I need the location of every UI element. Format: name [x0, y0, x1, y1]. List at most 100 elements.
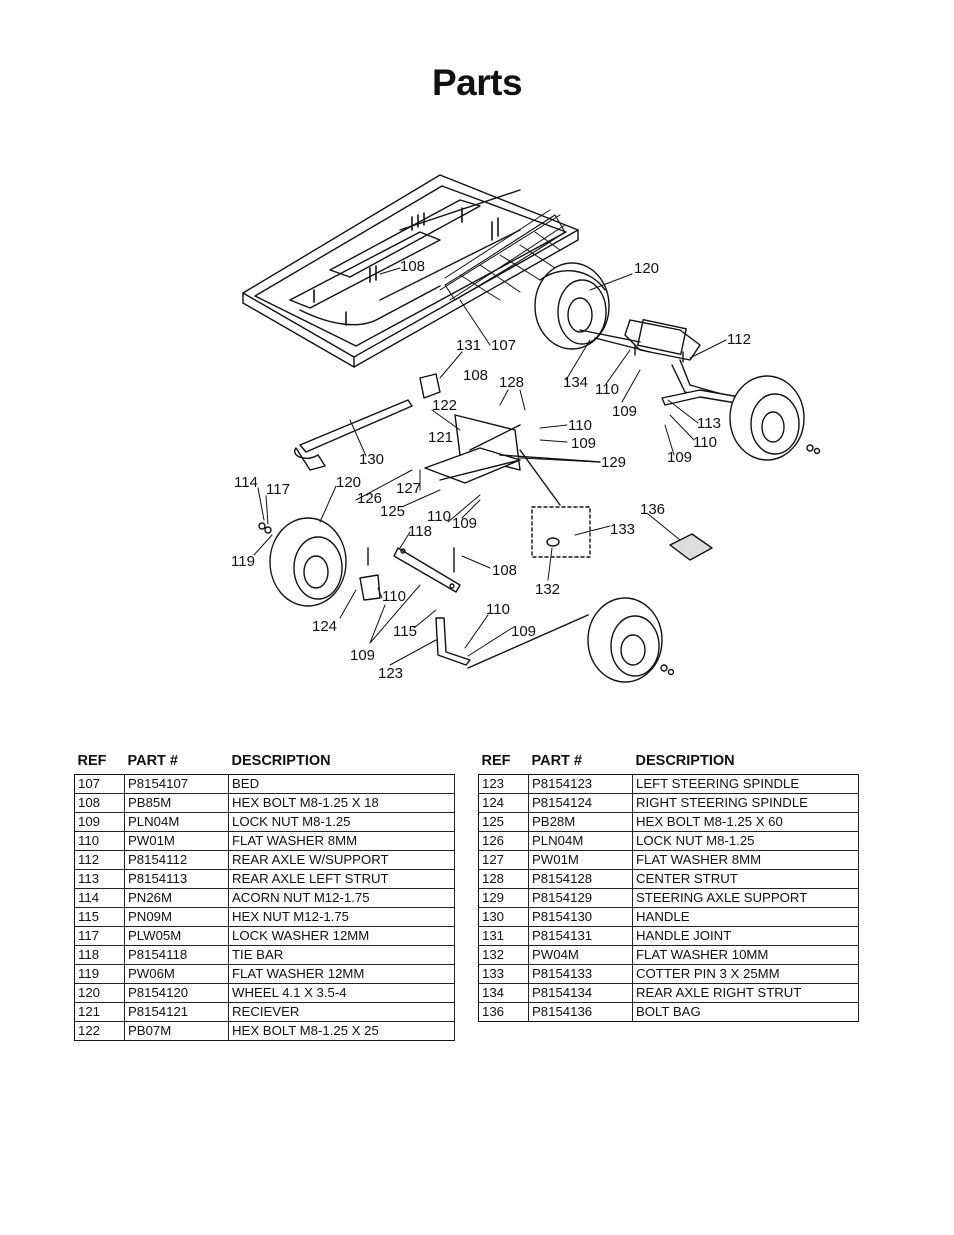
callout-109d: 109: [452, 515, 477, 532]
cell-description: STEERING AXLE SUPPORT: [632, 888, 859, 908]
cell-part-number: P8154129: [528, 888, 633, 908]
callout-120a: 120: [634, 260, 659, 277]
bolt-bag: [669, 533, 713, 561]
cell-part-number: PLW05M: [124, 926, 229, 946]
cell-description: REAR AXLE RIGHT STRUT: [632, 983, 859, 1003]
cell-ref: 110: [74, 831, 125, 851]
cell-description: ACORN NUT M12-1.75: [228, 888, 455, 908]
cell-ref: 114: [74, 888, 125, 908]
cell-part-number: P8154131: [528, 926, 633, 946]
callout-119: 119: [231, 553, 255, 570]
callout-118: 118: [408, 523, 432, 540]
cell-description: FLAT WASHER 10MM: [632, 945, 859, 965]
handle: [293, 399, 413, 471]
cell-description: LOCK NUT M8-1.25: [228, 812, 455, 832]
cell-description: FLAT WASHER 12MM: [228, 964, 455, 984]
cell-part-number: P8154107: [124, 774, 229, 794]
fastener-detail-box: [531, 506, 591, 558]
callout-110c: 110: [693, 434, 717, 451]
cell-ref: 129: [478, 888, 529, 908]
cell-part-number: PW01M: [124, 831, 229, 851]
callout-109e: 109: [511, 623, 536, 640]
cell-description: RIGHT STEERING SPINDLE: [632, 793, 859, 813]
cell-ref: 112: [74, 850, 125, 870]
col-header-ref: REF: [481, 753, 511, 769]
cell-ref: 107: [74, 774, 125, 794]
cell-ref: 127: [478, 850, 529, 870]
cell-description: LOCK WASHER 12MM: [228, 926, 455, 946]
cell-description: TIE BAR: [228, 945, 455, 965]
front-wheel-left: [258, 517, 347, 607]
cell-part-number: P8154118: [124, 945, 229, 965]
cell-part-number: P8154120: [124, 983, 229, 1003]
callout-130: 130: [359, 451, 384, 468]
col-header-ref: REF: [77, 753, 107, 769]
callout-125: 125: [380, 503, 405, 520]
callout-110f: 110: [486, 601, 510, 618]
callout-110e: 110: [382, 588, 406, 605]
callout-113: 113: [697, 415, 721, 432]
cell-part-number: P8154121: [124, 1002, 229, 1022]
cell-part-number: PB85M: [124, 793, 229, 813]
cell-part-number: PLN04M: [528, 831, 633, 851]
cell-ref: 130: [478, 907, 529, 927]
callout-129: 129: [601, 454, 626, 471]
rear-wheel-right: [729, 375, 821, 461]
callout-121: 121: [428, 429, 453, 446]
cell-part-number: P8154134: [528, 983, 633, 1003]
cell-part-number: P8154112: [124, 850, 229, 870]
callout-131: 131: [456, 337, 481, 354]
cell-ref: 134: [478, 983, 529, 1003]
bed-bolts: [313, 207, 499, 326]
cell-ref: 117: [74, 926, 125, 946]
cell-part-number: P8154113: [124, 869, 229, 889]
cell-ref: 108: [74, 793, 125, 813]
cell-ref: 113: [74, 869, 125, 889]
callout-107: 107: [491, 337, 516, 354]
cell-part-number: P8154123: [528, 774, 633, 794]
cell-description: LEFT STEERING SPINDLE: [632, 774, 859, 794]
cell-ref: 115: [74, 907, 125, 927]
cell-part-number: PB07M: [124, 1021, 229, 1041]
front-wheel-right: [587, 597, 675, 683]
cell-ref: 124: [478, 793, 529, 813]
callout-109f: 109: [350, 647, 375, 664]
cell-ref: 133: [478, 964, 529, 984]
cell-description: BOLT BAG: [632, 1002, 859, 1022]
callout-132: 132: [535, 581, 560, 598]
page-title: Parts: [431, 62, 523, 103]
cell-part-number: P8154124: [528, 793, 633, 813]
cell-ref: 131: [478, 926, 529, 946]
callout-122: 122: [432, 397, 457, 414]
callout-117: 117: [266, 481, 290, 498]
callout-109a: 109: [612, 403, 637, 420]
cell-part-number: PW04M: [528, 945, 633, 965]
cell-ref: 128: [478, 869, 529, 889]
cell-ref: 125: [478, 812, 529, 832]
cell-ref: 118: [74, 945, 125, 965]
cell-description: HEX NUT M12-1.75: [228, 907, 455, 927]
cell-ref: 136: [478, 1002, 529, 1022]
cell-description: BED: [228, 774, 455, 794]
callout-128: 128: [499, 374, 524, 391]
